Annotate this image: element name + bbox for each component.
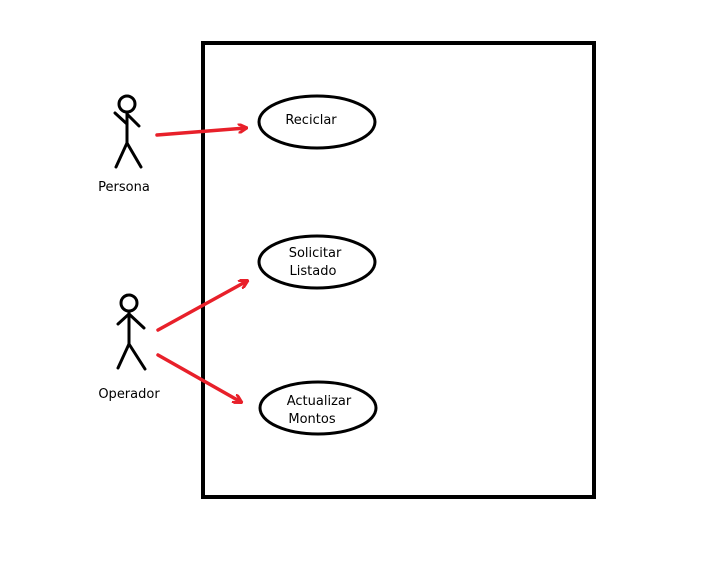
actor-persona: Persona — [98, 94, 150, 195]
use-case-label-actualizar: Actualizar — [287, 394, 352, 409]
actor-label-operador: Operador — [98, 387, 160, 402]
actor-label-persona: Persona — [98, 180, 150, 195]
association-persona-reciclar — [155, 128, 246, 137]
system-boundary — [201, 41, 596, 499]
use-case-label-montos: Montos — [288, 412, 335, 427]
actor-operador: Operador — [98, 293, 160, 402]
use-case-label-listado: Listado — [290, 264, 337, 279]
use-case-solicitar-listado: Solicitar Listado — [257, 234, 377, 290]
use-case-actualizar-montos: Actualizar Montos — [258, 380, 378, 436]
use-case-label-solicitar: Solicitar — [289, 246, 342, 261]
use-case-label-reciclar: Reciclar — [285, 113, 337, 128]
use-case-reciclar: Reciclar — [257, 94, 377, 150]
association-operador-solicitar — [156, 281, 247, 332]
stick-figure-icon — [116, 293, 147, 371]
stick-figure-icon — [113, 94, 143, 169]
association-operador-actualizar — [156, 353, 241, 402]
